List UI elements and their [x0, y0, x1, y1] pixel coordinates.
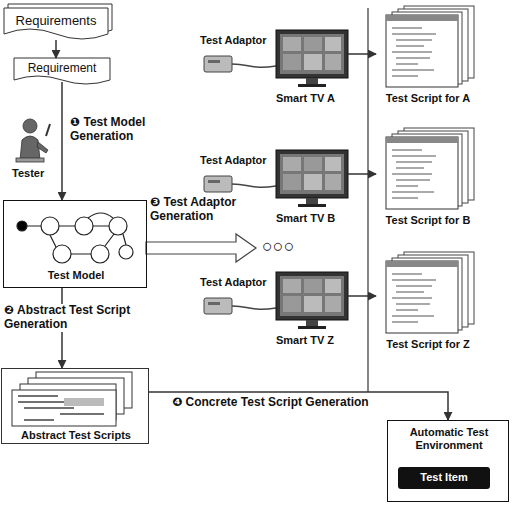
flow-arrow [55, 40, 57, 58]
node-text: Test Script for B [368, 214, 488, 227]
script-stack: Test Script for Z [376, 252, 480, 356]
model-box: Test Model [3, 200, 147, 288]
node-text: Test Adaptor [200, 276, 267, 289]
node-text: Test Script for A [368, 92, 488, 105]
environment-box: Automatic Test EnvironmentTest Item [387, 420, 509, 502]
node-text: Test Adaptor [200, 34, 267, 47]
node-subtext: Smart TV B [276, 212, 335, 225]
smart-tv: Test AdaptorSmart TV B [196, 146, 348, 238]
step-label: ❶ Test Model Generation [70, 116, 162, 144]
document-stack: Requirements [4, 8, 108, 36]
node-text: Automatic Test Environment [388, 426, 510, 451]
actor-label: Tester [12, 167, 44, 180]
node-subtext: Smart TV Z [276, 334, 334, 347]
node-text: Test Script for Z [368, 338, 488, 351]
flow-arrow [348, 173, 376, 175]
script-stack: Test Script for B [376, 128, 480, 232]
step-label: ❹ Concrete Test Script Generation [172, 396, 369, 410]
flow-arrow [61, 82, 63, 200]
step-label: ❸ Test Adaptor Generation [150, 196, 262, 224]
flow-arrow [348, 53, 376, 55]
step-label: ❷ Abstract Test Script Generation [4, 304, 140, 332]
item-box: Test Item [398, 467, 490, 489]
node-subtext: Smart TV A [276, 92, 335, 105]
ellipsis-mark: ○○○ [262, 236, 295, 257]
node-text: Requirements [4, 14, 108, 29]
node-text: Abstract Test Scripts [2, 429, 150, 442]
script-box: Abstract Test Scripts [1, 368, 149, 444]
flow-arrow [149, 392, 448, 420]
node-text: Requirement [14, 62, 110, 76]
script-stack: Test Script for A [376, 6, 480, 110]
smart-tv: Test AdaptorSmart TV A [196, 26, 348, 118]
node-text: Test Item [398, 471, 490, 484]
smart-tv: Test AdaptorSmart TV Z [196, 268, 348, 360]
node-text: Test Model [4, 269, 148, 282]
document-box: Requirement [14, 58, 110, 82]
node-text: Test Adaptor [200, 154, 267, 167]
flow-arrow [348, 295, 376, 297]
